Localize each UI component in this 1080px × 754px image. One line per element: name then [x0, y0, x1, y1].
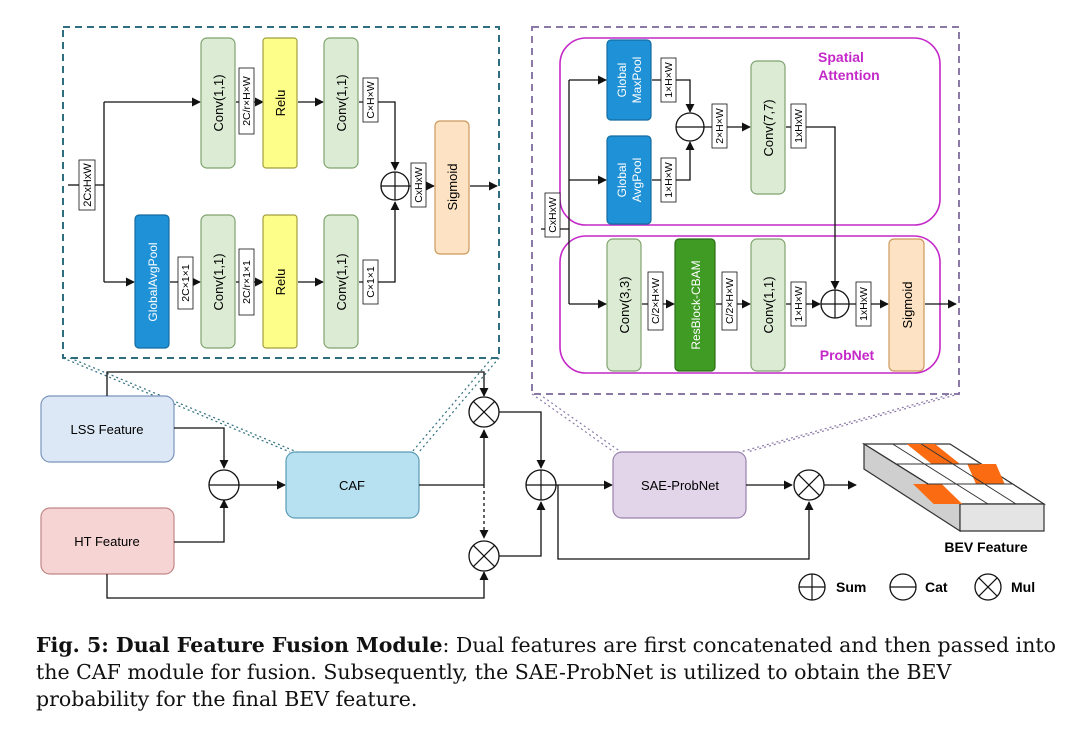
legend-mul-icon	[974, 573, 1002, 601]
sae-conv77-dim: 1xHxW	[793, 109, 805, 143]
ht-feature-label: HT Feature	[74, 534, 140, 549]
sae-avgpool-label-1: Global	[615, 163, 629, 198]
main-cat-icon	[208, 469, 240, 501]
probnet-title: ProbNet	[820, 347, 875, 363]
figure-caption: Fig. 5: Dual Feature Fusion Module: Dual…	[36, 632, 1056, 713]
caf-top-conv1-label: Conv(1,1)	[211, 74, 226, 131]
caf-detail-panel: 2CxHxW Conv(1,1) 2C/r×H×W Relu Conv(1,1)…	[62, 26, 500, 359]
legend: Sum Cat Mul	[798, 573, 1035, 601]
sae-cat-dim: 2×H×W	[714, 108, 726, 144]
bev-feature-grid	[861, 442, 1047, 533]
caf-top-relu-box	[262, 37, 298, 169]
caf-bot-dim0: 2C×1×1	[180, 264, 192, 302]
sae-sigmoid-label: Sigmoid	[900, 282, 915, 329]
sae-conv11-dim: 1×H×W	[793, 286, 805, 322]
caf-top-conv2-label: Conv(1,1)	[334, 74, 349, 131]
sae-detail-panel: Spatial Attention ProbNet CxHxW Global M…	[531, 26, 960, 395]
sae-resblock-box	[674, 238, 716, 372]
main-pipeline: LSS Feature HT Feature CAF	[40, 371, 1047, 599]
legend-sum-label: Sum	[836, 579, 866, 595]
spatial-attention-title-1: Spatial	[818, 49, 864, 65]
caf-top-conv2-box	[323, 37, 359, 169]
sae-sigmoid-box	[888, 238, 925, 372]
caf-bot-dim2: C×1×1	[365, 266, 377, 298]
sae-conv33-label: Conv(3,3)	[617, 276, 632, 333]
caf-sigmoid-label: Sigmoid	[445, 164, 460, 211]
caf-label: CAF	[339, 478, 365, 493]
bev-cell-1	[906, 444, 960, 464]
bev-feature-label: BEV Feature	[944, 539, 1027, 555]
legend-mul-label: Mul	[1011, 579, 1035, 595]
legend-sum-icon	[798, 573, 826, 601]
bev-cell-3	[913, 484, 963, 504]
sae-sum-icon	[820, 289, 850, 319]
caf-top-dim1: 2C/r×H×W	[241, 76, 253, 126]
caf-sigmoid-box	[434, 120, 470, 255]
caf-top-conv1-box	[200, 37, 236, 169]
sae-conv11-box	[750, 238, 786, 372]
caf-bot-relu-box	[262, 214, 298, 349]
caption-label: Fig. 5: Dual Feature Fusion Module	[36, 633, 443, 657]
lss-feature-label: LSS Feature	[71, 422, 144, 437]
sae-conv11-label: Conv(1,1)	[761, 276, 776, 333]
caption-text: : Dual features are first concatenated a…	[36, 633, 1057, 711]
legend-cat-icon	[889, 573, 917, 601]
spatial-attention-title-2: Attention	[818, 67, 879, 83]
caf-bot-relu-label: Relu	[273, 269, 288, 296]
caf-bot-conv2-label: Conv(1,1)	[334, 253, 349, 310]
sae-maxpool-label-1: Global	[615, 63, 629, 98]
sae-sum-dim: 1xHxW	[858, 287, 870, 321]
sae-conv33-box	[606, 238, 642, 372]
sae-avgpool-label-2: AvgPool	[630, 158, 644, 202]
caf-sum-icon	[380, 171, 410, 201]
caf-input-dim: 2CxHxW	[82, 163, 94, 207]
main-mul-bottom-icon	[468, 540, 500, 572]
spatial-attention-region	[559, 37, 941, 226]
sae-cat-icon	[675, 112, 705, 142]
caf-top-dim2: C×H×W	[365, 81, 377, 118]
caf-gap-label: GlobalAvgPool	[146, 242, 160, 321]
dual-feature-fusion-diagram: 2CxHxW Conv(1,1) 2C/r×H×W Relu Conv(1,1)…	[40, 26, 1047, 601]
caf-gap-box	[134, 214, 170, 349]
sae-maxpool-box	[606, 39, 652, 121]
sae-conv77-label: Conv(7,7)	[761, 99, 776, 156]
zoom-guides	[62, 357, 960, 453]
sae-maxpool-label-2: MaxPool	[630, 57, 644, 104]
sae-probnet-label: SAE-ProbNet	[641, 478, 719, 493]
sae-avgpool-dim: 1×H×W	[663, 162, 675, 198]
sae-input-dim: CxHxW	[547, 197, 559, 233]
caf-bot-conv1-label: Conv(1,1)	[211, 253, 226, 310]
caf-bot-dim1: 2C/r×1×1	[241, 260, 253, 304]
sae-conv77-box	[750, 60, 786, 195]
sae-avgpool-box	[606, 135, 652, 225]
sae-maxpool-dim: 1×H×W	[663, 62, 675, 98]
caf-sum-dim: CxHxW	[413, 167, 425, 203]
caf-bot-conv2-box	[323, 214, 359, 349]
main-mul-top-icon	[468, 396, 500, 428]
sae-resblock-label: ResBlock-CBAM	[689, 260, 703, 349]
sae-conv33-dim: C/2×H×W	[650, 278, 662, 324]
main-sum-icon	[525, 469, 557, 501]
sae-resblock-dim: C/2×H×W	[724, 278, 736, 324]
main-mul-final-icon	[793, 469, 825, 501]
caf-bot-conv1-box	[200, 214, 236, 349]
legend-cat-label: Cat	[925, 579, 948, 595]
caf-top-relu-label: Relu	[273, 90, 288, 117]
